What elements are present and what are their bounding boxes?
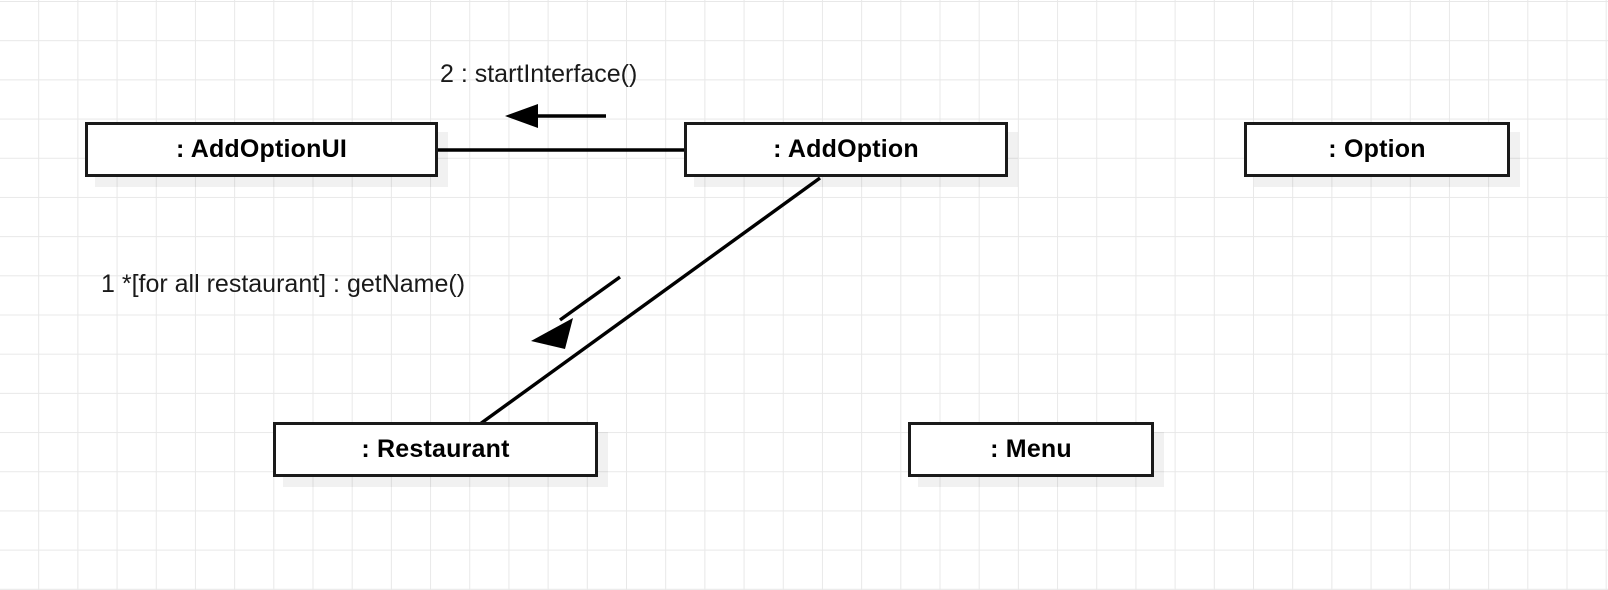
message-label-start-interface: 2 : startInterface(): [440, 60, 638, 88]
uml-object-addoptionui[interactable]: : AddOptionUI: [85, 122, 438, 177]
uml-object-restaurant[interactable]: : Restaurant: [273, 422, 598, 477]
message-label-get-name: 1 *[for all restaurant] : getName(): [101, 270, 466, 298]
uml-object-menu[interactable]: : Menu: [908, 422, 1154, 477]
uml-object-label: : Restaurant: [361, 435, 510, 463]
link-addoption-restaurant: [479, 176, 821, 426]
uml-object-label: : AddOption: [773, 135, 919, 163]
uml-object-addoption[interactable]: : AddOption: [684, 122, 1008, 177]
uml-object-label: : Menu: [990, 435, 1072, 463]
message-arrow-start-interface: [505, 104, 606, 128]
message-arrow-get-name: [531, 275, 621, 349]
uml-object-option[interactable]: : Option: [1244, 122, 1510, 177]
uml-object-label: : Option: [1328, 135, 1426, 163]
uml-object-label: : AddOptionUI: [175, 135, 348, 163]
